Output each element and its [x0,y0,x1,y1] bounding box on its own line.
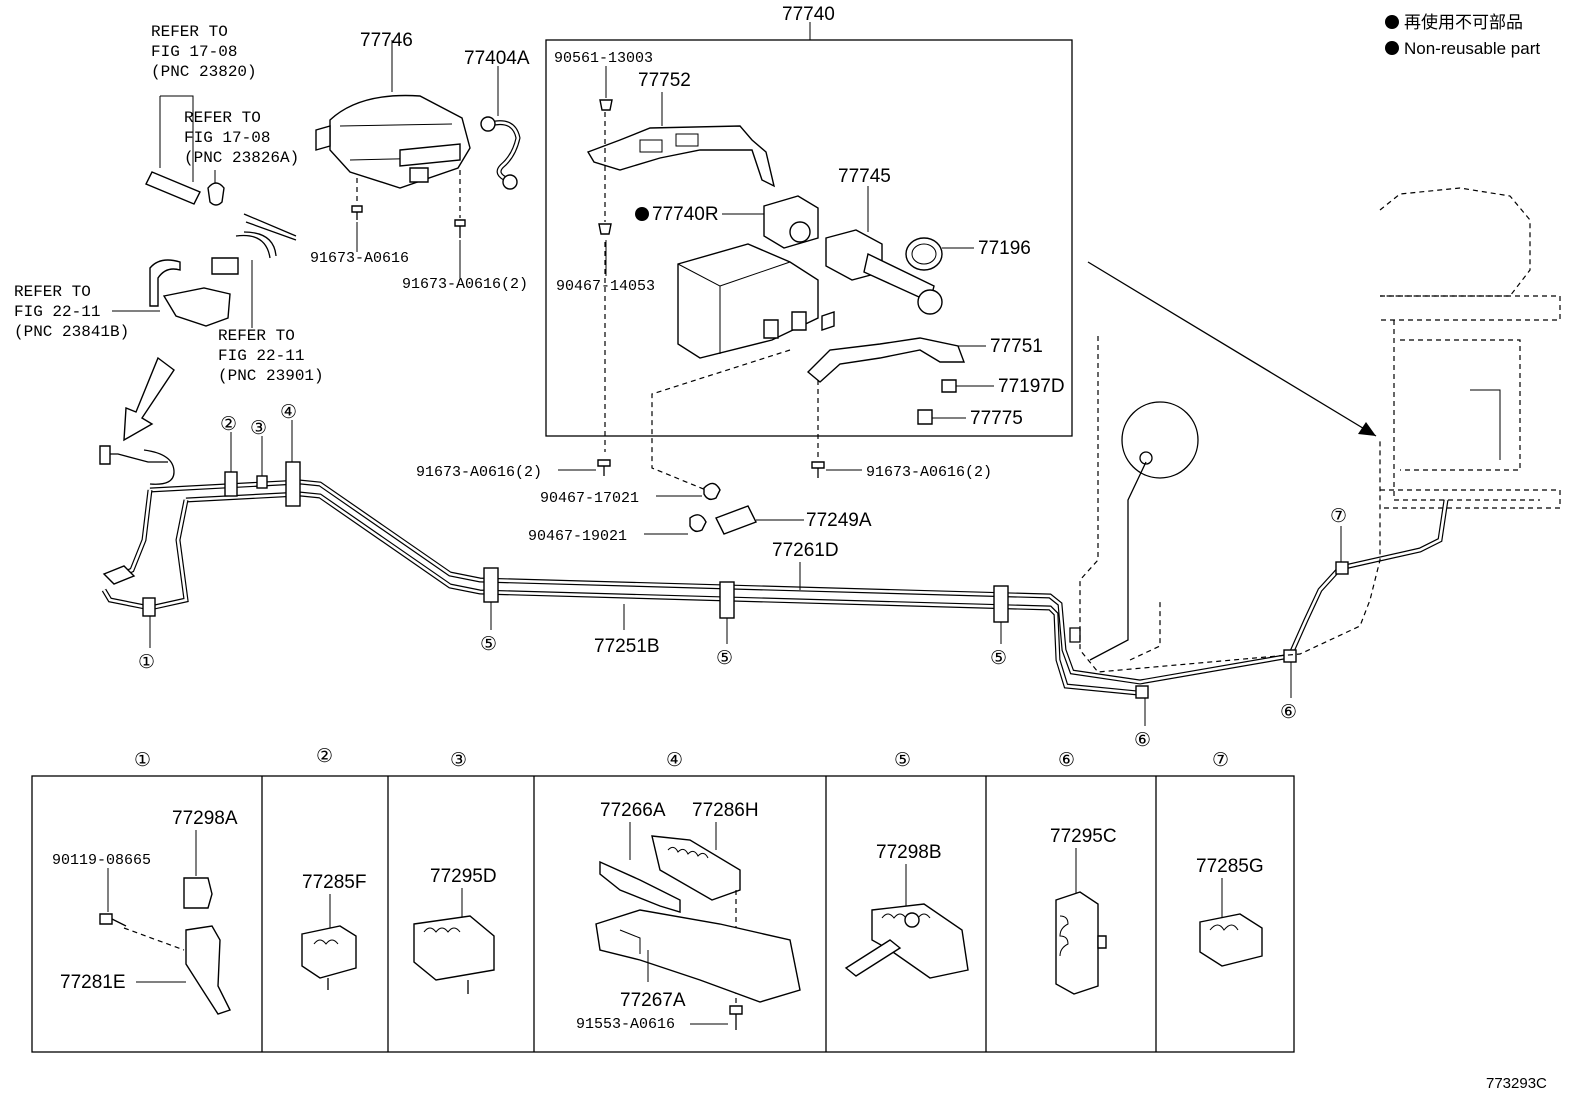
part-label-77251B: 77251B [594,636,660,657]
svg-text:91553-A0616: 91553-A0616 [576,1016,675,1033]
detail-num-7: ⑦ [1212,750,1229,771]
part-label-77775: 77775 [970,408,1023,429]
svg-text:⑥: ⑥ [1134,730,1151,751]
purge-valve-77740R [635,195,819,249]
part-label-90467-14053: 90467-14053 [556,278,655,295]
charcoal-canister [677,243,835,359]
svg-text:FIG 17-08: FIG 17-08 [151,43,237,61]
part-label-90561-13003: 90561-13003 [554,50,653,67]
svg-text:⑤: ⑤ [480,634,497,655]
svg-text:(PNC 23826A): (PNC 23826A) [184,149,299,167]
bracket-77752 [586,125,776,188]
svg-text:①: ① [138,652,155,673]
part-label-91673-a0616-2-right: 91673-A0616(2) [866,464,992,481]
legend-en: Non-reusable part [1404,39,1540,58]
part-label-91673-a0616-2-left: 91673-A0616(2) [416,464,542,481]
non-reusable-bullet-icon [1385,15,1399,29]
svg-text:77286H: 77286H [692,800,759,821]
detail-num-5: ⑤ [894,750,911,771]
svg-text:77267A: 77267A [620,990,686,1011]
part-label-77746: 77746 [360,30,413,51]
air-filter-77745 [825,186,943,315]
canister-assembly-box [545,22,1073,437]
svg-text:REFER TO: REFER TO [14,283,91,301]
svg-text:⑤: ⑤ [990,648,1007,669]
part-label-90467-19021: 90467-19021 [528,528,627,545]
part-label-77249A: 77249A [806,510,872,531]
part-label-91673-a0616: 91673-A0616 [310,250,409,267]
non-reusable-bullet-icon [1385,41,1399,55]
svg-text:FIG 17-08: FIG 17-08 [184,129,270,147]
svg-text:77281E: 77281E [60,972,126,993]
detail-num-2: ② [316,746,333,767]
svg-text:77298B: 77298B [876,842,942,863]
svg-text:FIG 22-11: FIG 22-11 [14,303,100,321]
detail-panels: ① ② ③ ④ ⑤ ⑥ ⑦ 77298A 90119-08665 77281E … [31,746,1295,1053]
part-label-77752: 77752 [638,70,691,91]
part-label-77740: 77740 [782,4,835,25]
svg-text:⑤: ⑤ [716,648,733,669]
svg-text:⑥: ⑥ [1280,702,1297,723]
part-label-90467-17021: 90467-17021 [540,490,639,507]
svg-text:77295D: 77295D [430,866,497,887]
bracket-77751 [806,337,986,383]
svg-text:77285G: 77285G [1196,856,1264,877]
svg-text:⑦: ⑦ [1330,506,1347,527]
detail-num-1: ① [134,750,151,771]
part-label-77197D: 77197D [998,376,1065,397]
svg-text:(PNC 23820): (PNC 23820) [151,63,257,81]
svg-text:REFER TO: REFER TO [151,23,228,41]
hose-77249A [644,482,804,535]
part-label-77751: 77751 [990,336,1043,357]
svg-text:77295C: 77295C [1050,826,1117,847]
svg-text:77298A: 77298A [172,808,238,829]
part-label-77745: 77745 [838,166,891,187]
part-label-77404A: 77404A [464,48,530,69]
legend: 再使用不可部品 Non-reusable part [1385,12,1540,58]
figure-id: 773293C [1486,1075,1547,1092]
svg-text:③: ③ [250,418,267,439]
hose-77404A [480,66,521,190]
svg-text:REFER TO: REFER TO [218,327,295,345]
svg-text:④: ④ [280,402,297,423]
svg-text:77285F: 77285F [302,872,366,893]
part-label-77261D: 77261D [772,540,839,561]
svg-text:②: ② [220,414,237,435]
loose-hose-parts [145,171,297,327]
svg-text:77266A: 77266A [600,800,666,821]
direction-arrow-icon [123,356,175,442]
part-label-77196: 77196 [978,238,1031,259]
canister-cover-77746 [315,40,471,238]
svg-text:90119-08665: 90119-08665 [52,852,151,869]
svg-text:(PNC 23841B): (PNC 23841B) [14,323,129,341]
svg-text:FIG 22-11: FIG 22-11 [218,347,304,365]
vehicle-outline [1079,187,1561,673]
detail-num-6: ⑥ [1058,750,1075,771]
reference-notes: REFER TO FIG 17-08 (PNC 23820) REFER TO … [14,23,324,385]
svg-text:REFER TO: REFER TO [184,109,261,127]
svg-text:(PNC 23901): (PNC 23901) [218,367,324,385]
fuel-vapor-pipes [99,445,1449,697]
legend-jp: 再使用不可部品 [1404,12,1523,32]
part-label-91673-a0616-2: 91673-A0616(2) [402,276,528,293]
callouts-main: ① ② ③ ④ ⑤ ⑤ ⑤ ⑥ ⑥ ⑦ [138,402,1347,751]
detail-num-3: ③ [450,750,467,771]
clamp-77196 [905,237,974,271]
detail-num-4: ④ [666,750,683,771]
part-label-77740R: 77740R [652,204,719,225]
